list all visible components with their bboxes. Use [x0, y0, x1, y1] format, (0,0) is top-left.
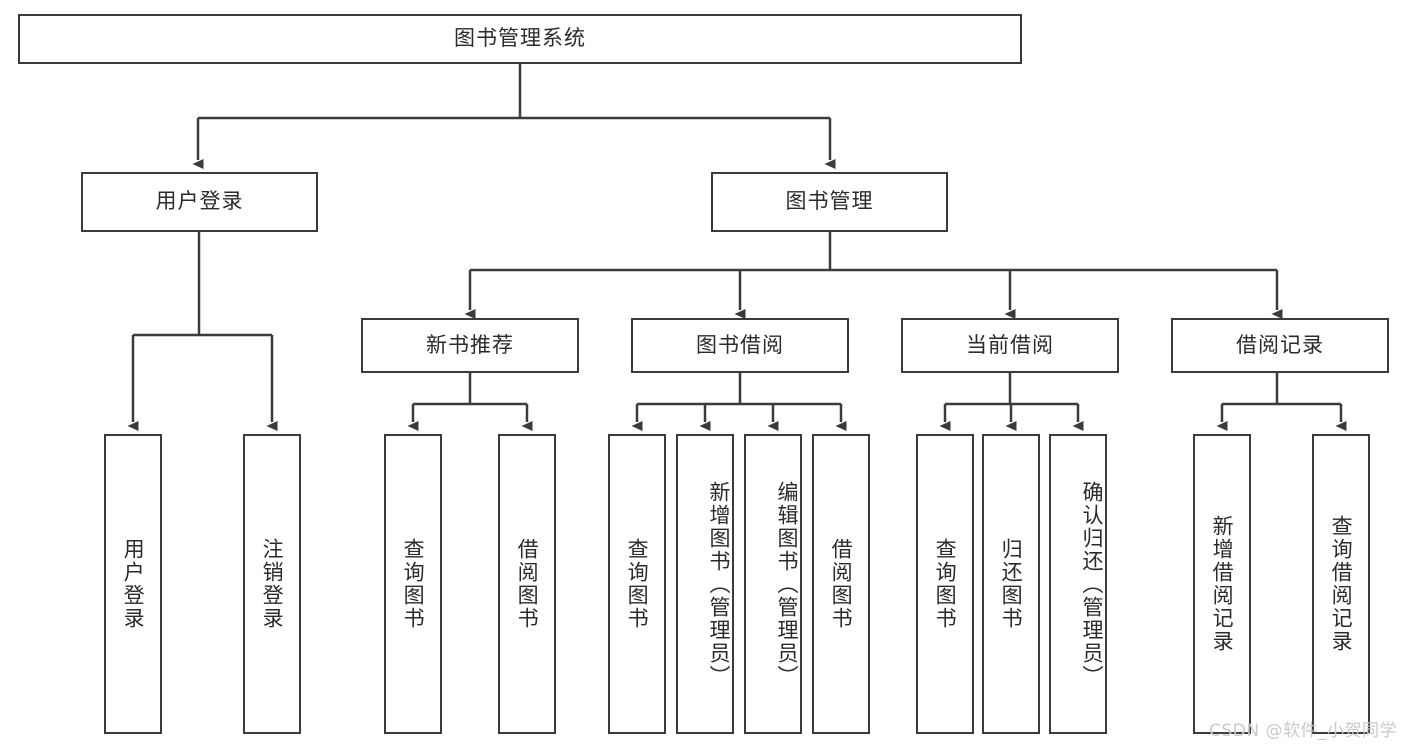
- node-book-management[interactable]: 图书管理: [711, 172, 948, 232]
- node-user-login[interactable]: 用户登录: [81, 172, 318, 232]
- node-label: 归还图书: [999, 538, 1024, 630]
- node-book-borrow[interactable]: 图书借阅: [631, 318, 849, 373]
- leaf-borrow-record-query-record[interactable]: 查询借阅记录: [1312, 434, 1370, 734]
- leaf-book-borrow-borrow-book[interactable]: 借阅图书: [812, 434, 870, 734]
- node-label: 查询图书: [625, 538, 650, 630]
- leaf-book-borrow-edit-book[interactable]: 编辑图书（管理员）: [744, 434, 802, 734]
- leaf-book-borrow-query-book[interactable]: 查询图书: [608, 434, 666, 734]
- node-root-system[interactable]: 图书管理系统: [18, 14, 1022, 64]
- node-label: 注销登录: [260, 538, 285, 630]
- leaf-book-borrow-add-book[interactable]: 新增图书（管理员）: [676, 434, 734, 734]
- node-label: 借阅记录: [1236, 332, 1324, 357]
- leaf-current-borrow-return-book[interactable]: 归还图书: [982, 434, 1040, 734]
- leaf-current-borrow-query-book[interactable]: 查询图书: [916, 434, 974, 734]
- node-label: 图书借阅: [696, 332, 784, 357]
- node-label: 借阅图书: [829, 538, 854, 630]
- node-label: 编辑图书（管理员）: [775, 480, 799, 688]
- node-label: 借阅图书: [515, 538, 540, 630]
- leaf-new-book-borrow-book[interactable]: 借阅图书: [498, 434, 556, 734]
- csdn-watermark: CSDN @软件_小贺同学: [1209, 721, 1397, 741]
- node-current-borrow[interactable]: 当前借阅: [901, 318, 1119, 373]
- leaf-user-login-logout[interactable]: 注销登录: [243, 434, 301, 734]
- node-label: 新增图书（管理员）: [707, 480, 731, 688]
- node-new-book-recommend[interactable]: 新书推荐: [361, 318, 579, 373]
- node-label: 确认归还（管理员）: [1080, 480, 1104, 688]
- node-label: 当前借阅: [966, 332, 1054, 357]
- leaf-user-login-login[interactable]: 用户登录: [104, 434, 162, 734]
- node-label: 图书管理系统: [454, 26, 586, 51]
- node-label: 查询图书: [401, 538, 426, 630]
- node-label: 用户登录: [155, 189, 244, 214]
- node-label: 新书推荐: [426, 332, 514, 357]
- node-label: 用户登录: [121, 538, 146, 630]
- node-label: 查询借阅记录: [1329, 515, 1354, 653]
- leaf-current-borrow-confirm-return[interactable]: 确认归还（管理员）: [1049, 434, 1107, 734]
- node-label: 查询图书: [933, 538, 958, 630]
- leaf-new-book-query-book[interactable]: 查询图书: [384, 434, 442, 734]
- node-label: 图书管理: [785, 189, 874, 214]
- node-label: 新增借阅记录: [1210, 515, 1235, 653]
- leaf-borrow-record-add-record[interactable]: 新增借阅记录: [1193, 434, 1251, 734]
- node-borrow-record[interactable]: 借阅记录: [1171, 318, 1389, 373]
